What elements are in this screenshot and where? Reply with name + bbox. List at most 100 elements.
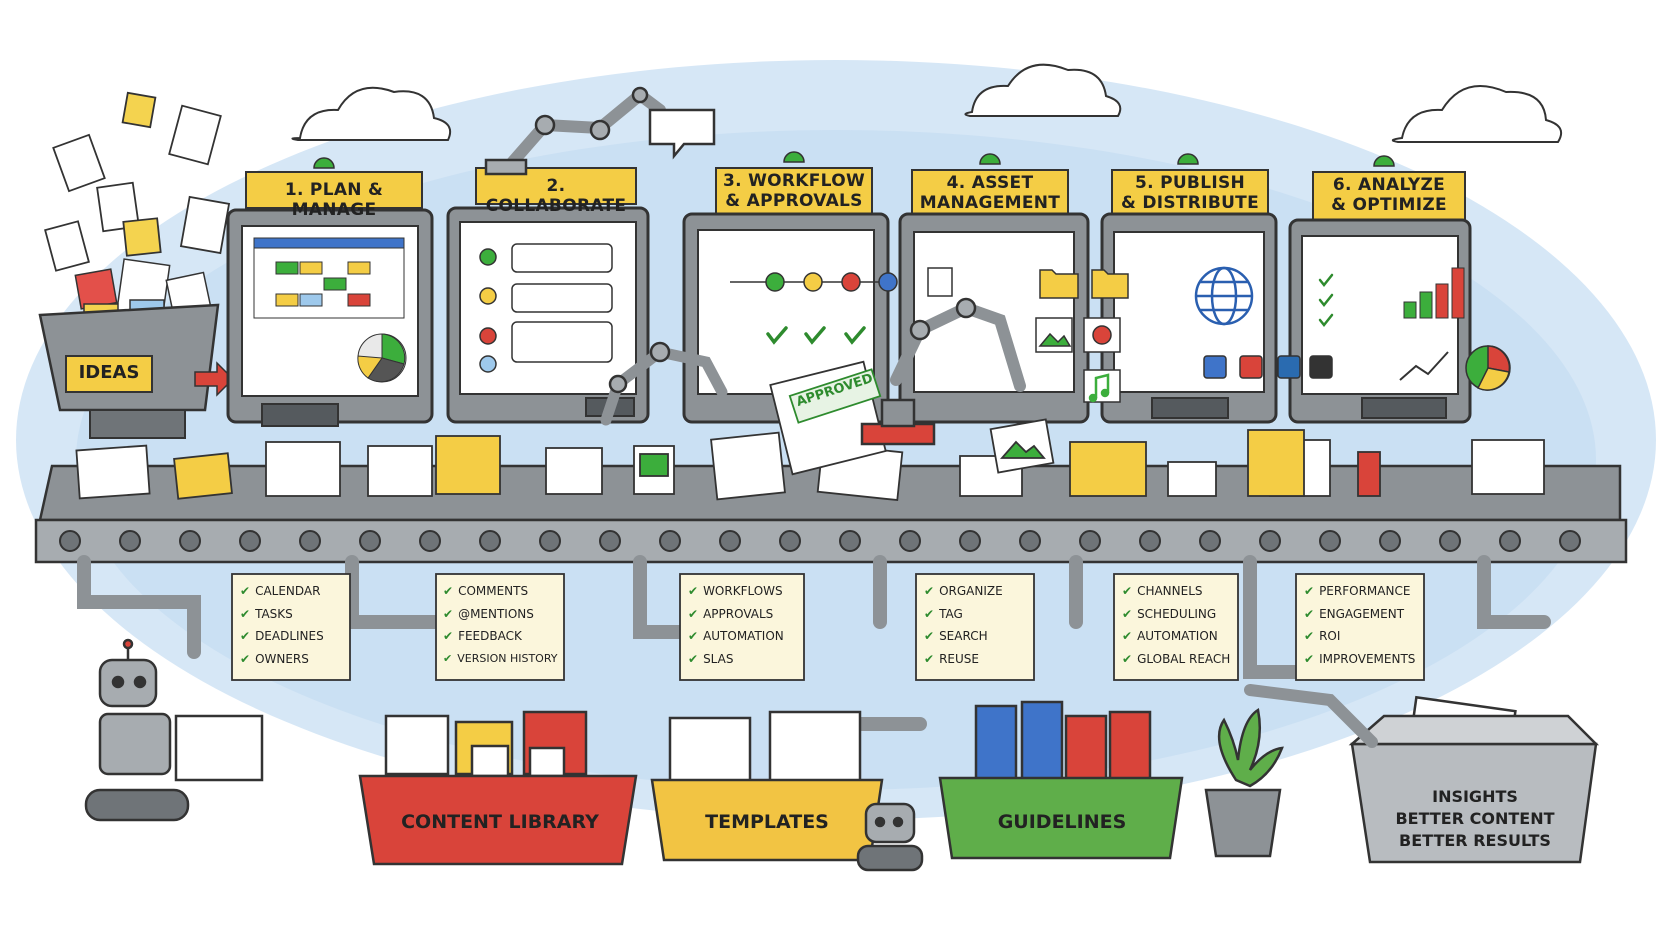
ideas-label: IDEAS — [78, 362, 140, 383]
check-icon: ✔ — [924, 606, 935, 621]
feature-item: ✔SCHEDULING — [1122, 603, 1234, 626]
feature-item: ✔ COMMENTS — [443, 580, 555, 603]
feature-label: COMMENTS — [458, 584, 529, 598]
feature-item: ✔@MENTIONS — [443, 603, 555, 626]
feature-label: ORGANIZE — [939, 584, 1003, 598]
check-icon: ✔ — [1304, 606, 1315, 621]
robot-arm-output — [1244, 684, 1378, 748]
publish-checklist — [1318, 273, 1334, 328]
check-icon: ✔ — [688, 584, 699, 598]
linkedin-icon — [1277, 355, 1301, 379]
feature-label: FEEDBACK — [458, 629, 522, 643]
robot-arm-top — [484, 86, 716, 176]
feature-item: ✔VERSION HISTORY — [443, 648, 557, 671]
stage-header-assets-line1: 4. ASSET — [946, 173, 1034, 193]
output-line-insights: INSIGHTS — [1432, 787, 1518, 806]
stage-header-plan: 1. PLAN & MANAGE — [246, 180, 422, 220]
stamp-robot-arm — [860, 297, 1026, 446]
check-icon: ✔ — [443, 651, 453, 665]
feature-item: ✔ SLAS — [688, 648, 800, 671]
calendar-screen-content — [253, 237, 407, 383]
potted-plant — [1204, 707, 1284, 858]
workflow-screen-content — [730, 272, 898, 292]
stage-header-collaborate: 2. COLLABORATE — [476, 176, 636, 216]
globe-icon — [1194, 266, 1254, 326]
check-icon: ✔ — [1122, 629, 1133, 643]
check-icon: ✔ — [1304, 629, 1315, 643]
stage-header-analyze: 6. ANALYZE& OPTIMIZE — [1313, 175, 1465, 215]
stage-header-workflow: 3. WORKFLOW& APPROVALS — [716, 171, 872, 211]
x-icon — [1309, 355, 1333, 379]
robot-arm-middle — [600, 341, 728, 426]
conveyor-rollers — [59, 530, 1581, 552]
picture-card — [989, 418, 1055, 474]
music-icon — [1088, 373, 1110, 403]
feature-label: SLAS — [703, 651, 734, 666]
feature-item: ✔ORGANIZE — [924, 580, 1036, 603]
content-library-label: CONTENT LIBRARY — [401, 811, 599, 833]
pipes — [77, 555, 1551, 731]
feature-list-plan: ✔CALENDAR ✔TASKS ✔DEADLINES ✔OWNERS — [240, 580, 352, 670]
feature-label: CALENDAR — [255, 584, 321, 598]
feature-label: CHANNELS — [1137, 584, 1203, 598]
output-line-better-results: BETTER RESULTS — [1399, 831, 1551, 850]
check-icon: ✔ — [443, 584, 454, 598]
check-icon: ✔ — [443, 629, 454, 643]
comment-bubbles — [479, 243, 613, 373]
check-icon: ✔ — [688, 651, 699, 666]
stage-header-workflow-line1: 3. WORKFLOW — [722, 171, 865, 191]
guidelines-bin — [938, 700, 1184, 860]
check-icon: ✔ — [1304, 651, 1315, 666]
green-status-lights — [313, 151, 1395, 169]
feature-list-workflow: ✔WORKFLOWS ✔APPROVALS ✔AUTOMATION ✔SLAS — [688, 580, 800, 670]
feature-item: ✔TASKS — [240, 603, 352, 626]
feature-item: ✔ROI — [1304, 625, 1416, 648]
feature-list-assets: ✔ORGANIZE ✔ TAG ✔SEARCH ✔ REUSE — [924, 580, 1036, 670]
feature-item: ✔ TAG — [924, 603, 1036, 626]
feature-item: ✔ AUTOMATION — [1122, 625, 1234, 648]
content-library-bin — [358, 710, 638, 866]
stage-header-plates — [245, 167, 1466, 221]
analytics-trend — [1399, 351, 1449, 381]
feature-label: APPROVALS — [703, 606, 774, 621]
guidelines-label: GUIDELINES — [997, 811, 1127, 833]
mail-icon — [1203, 355, 1227, 379]
check-icon: ✔ — [240, 584, 251, 598]
stage-header-plan-line: 1. PLAN & MANAGE — [284, 180, 384, 220]
feature-label: TAG — [939, 606, 963, 621]
check-icon: ✔ — [240, 606, 251, 621]
stage-header-publish-line2: & DISTRIBUTE — [1120, 192, 1259, 213]
feature-label: AUTOMATION — [1137, 629, 1218, 643]
output-summary: INSIGHTS BETTER CONTENT BETTER RESULTS — [1370, 786, 1580, 852]
feature-item: ✔GLOBAL REACH — [1122, 648, 1234, 671]
feature-list-collaborate: ✔ COMMENTS ✔@MENTIONS ✔ FEEDBACK ✔VERSION … — [443, 580, 557, 671]
cloud-icon — [291, 63, 1562, 143]
social-icons — [1203, 355, 1333, 379]
check-icon: ✔ — [688, 606, 699, 621]
stage-header-workflow-line2: & APPROVALS — [725, 190, 863, 211]
feature-item: ✔PERFORMANCE — [1304, 580, 1416, 603]
check-icon: ✔ — [240, 629, 251, 643]
asset-grid — [927, 267, 1129, 403]
feature-label: OWNERS — [255, 651, 309, 666]
stage-header-publish: 5. PUBLISH& DISTRIBUTE — [1112, 173, 1268, 213]
machine-slots — [261, 397, 1447, 427]
feature-label: SCHEDULING — [1137, 606, 1217, 621]
feature-label: REUSE — [939, 651, 979, 666]
feature-label: IMPROVEMENTS — [1319, 651, 1416, 666]
feature-item: ✔ OWNERS — [240, 648, 352, 671]
play-icon — [1239, 355, 1263, 379]
check-icon: ✔ — [1304, 584, 1315, 598]
check-icon: ✔ — [688, 629, 699, 643]
feature-note-cards — [231, 573, 1425, 681]
output-bin — [1348, 695, 1600, 864]
stage-header-analyze-line1: 6. ANALYZE — [1332, 175, 1446, 195]
stage-header-publish-line1: 5. PUBLISH — [1134, 173, 1246, 193]
feature-item: ✔ FEEDBACK — [443, 625, 555, 648]
feature-label: WORKFLOWS — [703, 584, 783, 598]
feature-item: ✔ WORKFLOWS — [688, 580, 800, 603]
feature-item: ✔SEARCH — [924, 625, 1036, 648]
check-icon: ✔ — [240, 651, 251, 666]
